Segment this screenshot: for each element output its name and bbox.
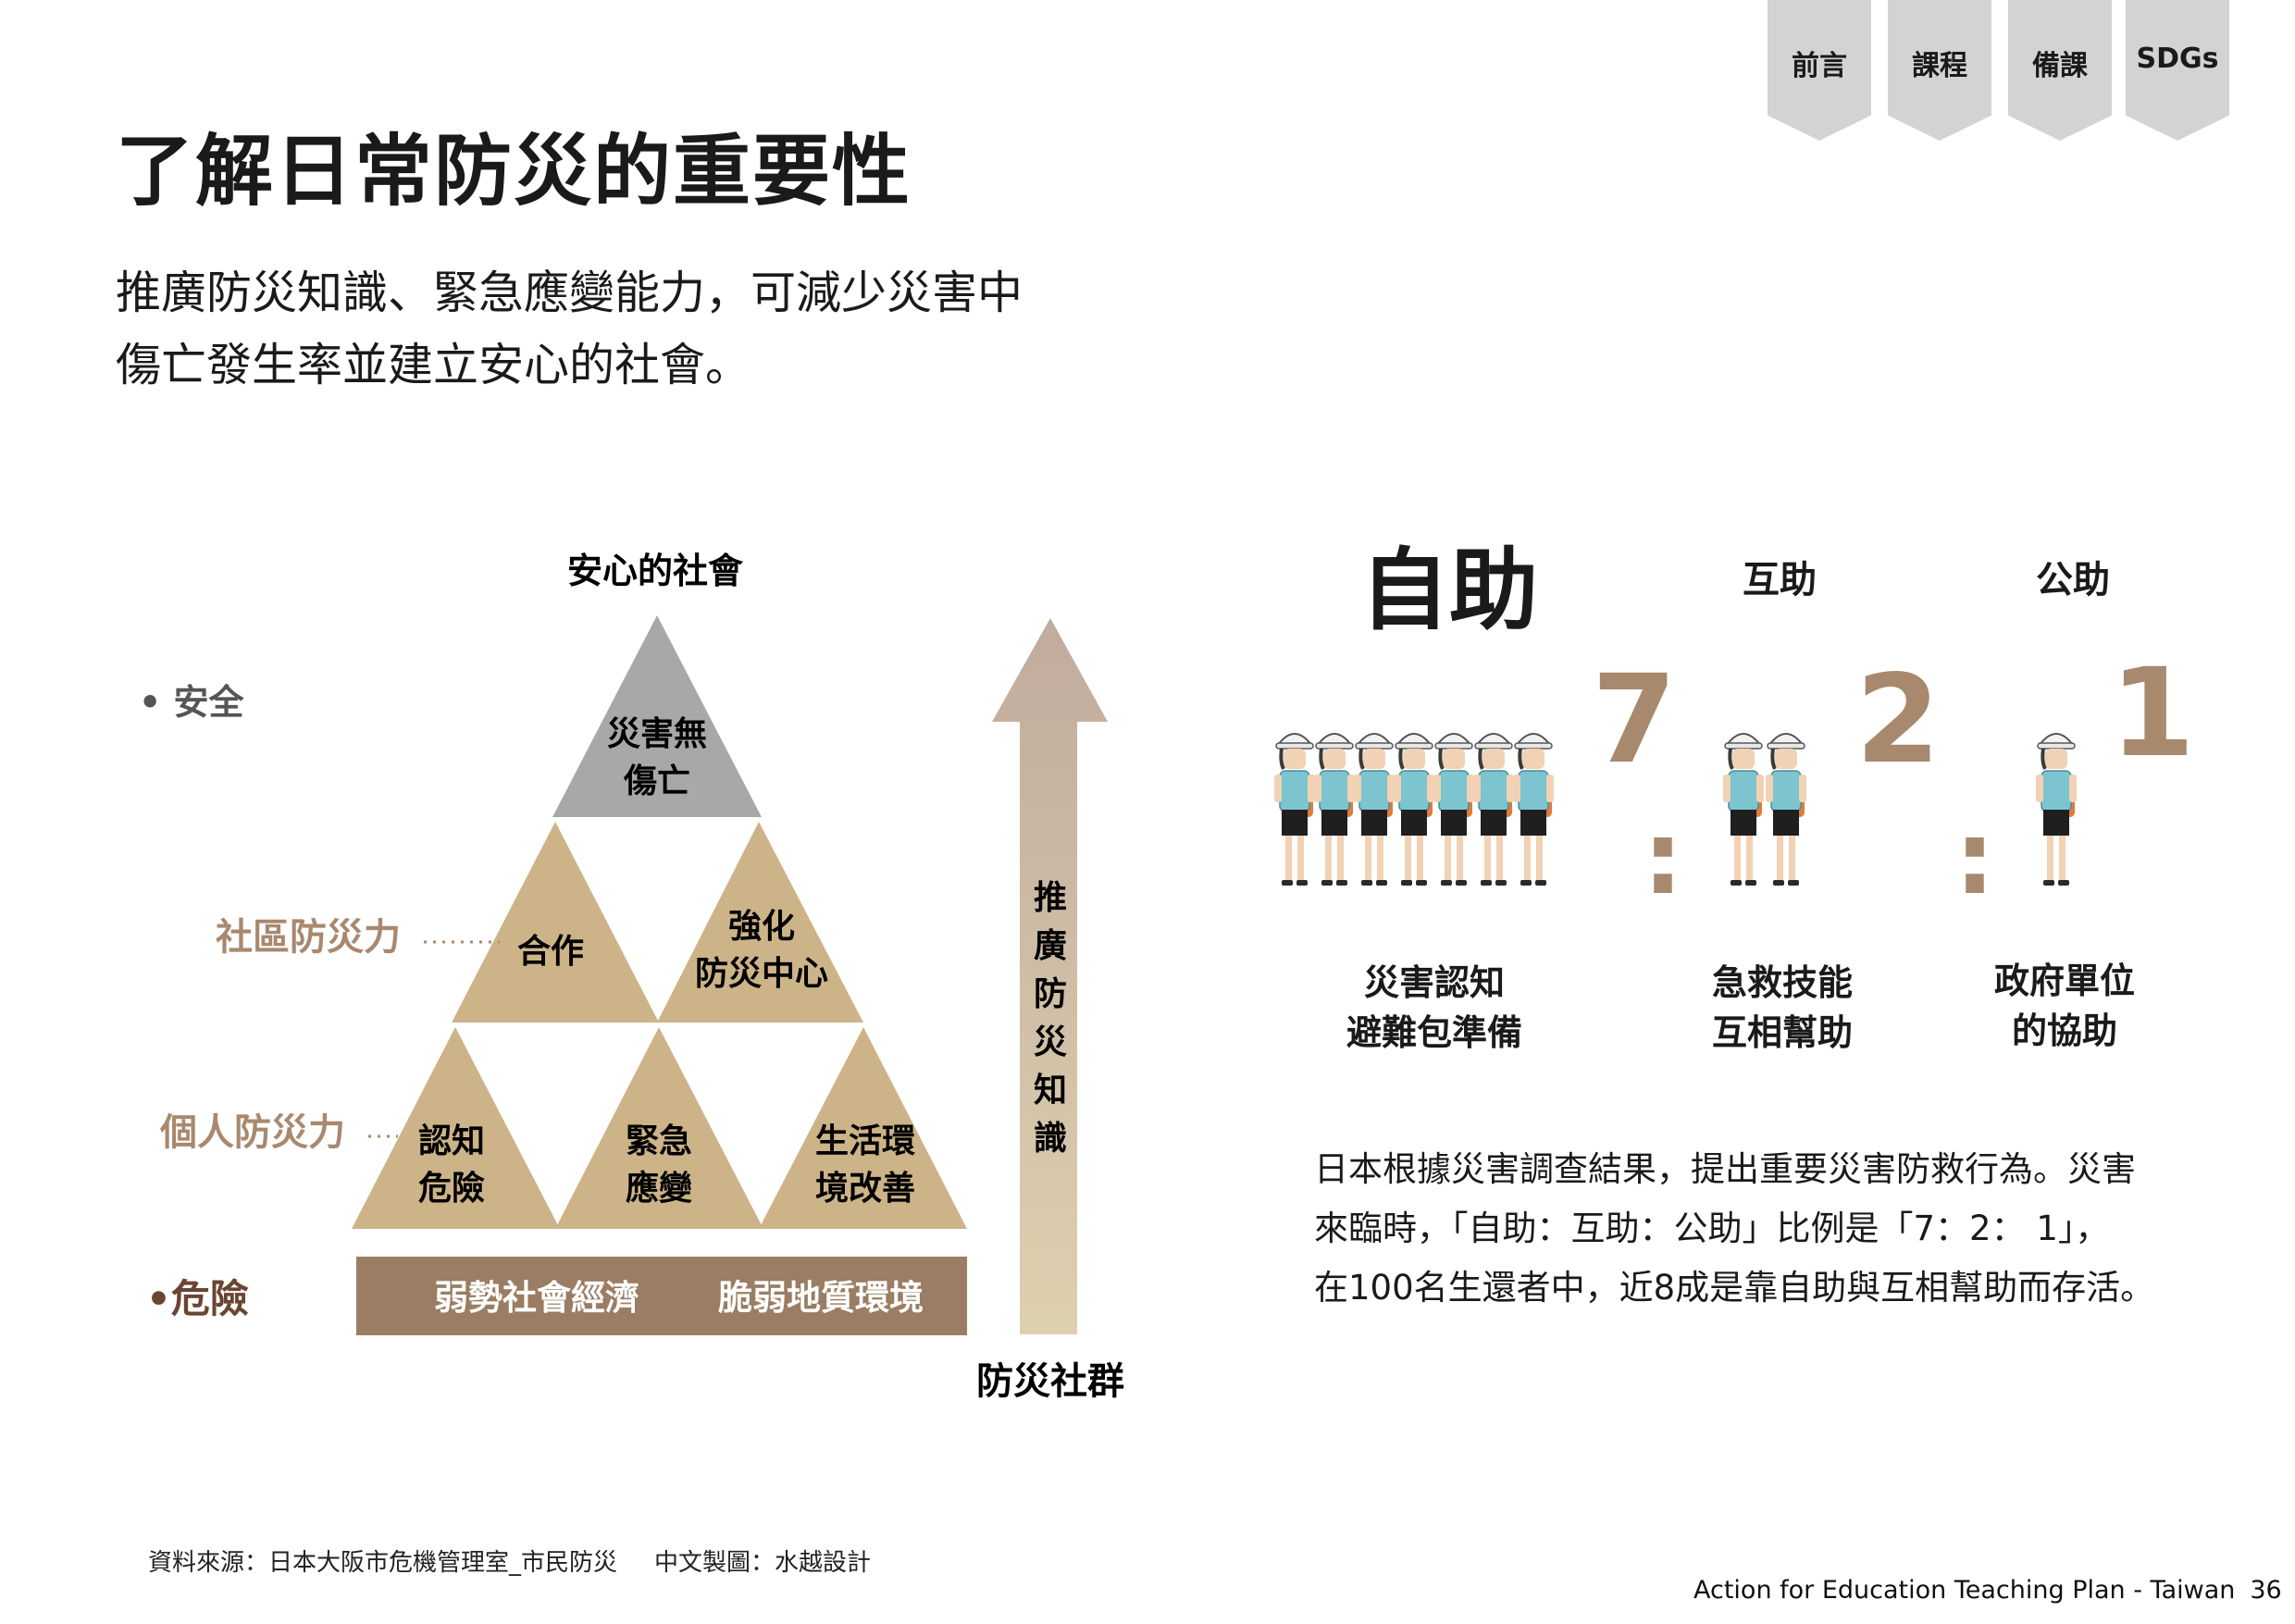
public-ratio: 1: [2110, 642, 2195, 785]
person-figure-icon: [1723, 733, 1764, 886]
source-text: 資料來源：日本大阪市危機管理室_市民防災: [148, 1549, 618, 1577]
knowledge-arrow: [992, 618, 1108, 1334]
desc-line: 的協助: [2012, 1010, 2118, 1051]
intro-line: 推廣防災知識、緊急應變能力，可減少災害中: [116, 267, 1023, 319]
person-figure-icon: [1433, 733, 1474, 886]
ratio-colon: :: [1954, 799, 1995, 917]
body-line: 在100名生還者中，近8成是靠自助與互相幫助而存活。: [1314, 1268, 2155, 1308]
tab-label: 備課: [2032, 50, 2088, 82]
pyramid-base-bar: [356, 1257, 967, 1335]
pyramid-bottom-label: 應變: [626, 1169, 692, 1208]
public-help-people: [2036, 733, 2077, 886]
self-ratio: 7: [1592, 649, 1677, 791]
tab-sdgs[interactable]: SDGs: [2126, 0, 2229, 141]
intro-paragraph: 推廣防災知識、緊急應變能力，可減少災害中 傷亡發生率並建立安心的社會。: [116, 257, 1189, 402]
pyramid-top-label: 安心的社會: [567, 551, 744, 591]
level-label-safe: • 安全: [139, 682, 245, 723]
body-line: 日本根據災害調查結果，提出重要災害防救行為。災害: [1314, 1149, 2136, 1189]
pyramid-bottom-label: 生活環: [815, 1122, 915, 1160]
tab-course[interactable]: 課程: [1888, 0, 1991, 141]
mutual-help-title: 互助: [1743, 559, 1817, 601]
desc-line: 急救技能: [1712, 962, 1854, 1003]
pyramid-apex-line: 災害無: [607, 715, 707, 753]
plan-text: Action for Education Teaching Plan - Tai…: [1693, 1576, 2236, 1605]
disaster-pyramid-diagram: 安心的社會 災害無 傷亡 合作 強化 防災中心 認知 危險 緊急 應變 生活環 …: [139, 551, 1124, 1403]
desc-line: 災害認知: [1364, 962, 1506, 1003]
level-label-community: 社區防災力: [216, 916, 401, 959]
pyramid-bottom-label: 危險: [418, 1170, 485, 1208]
tab-preface[interactable]: 前言: [1768, 0, 1871, 141]
tab-label: 前言: [1792, 50, 1847, 82]
footer-plan: Action for Education Teaching Plan - Tai…: [1693, 1576, 2282, 1605]
mutual-help-people: [1723, 733, 1806, 886]
person-figure-icon: [1314, 733, 1355, 886]
mutual-ratio: 2: [1855, 649, 1941, 791]
tab-label: SDGs: [2136, 43, 2219, 75]
person-figure-icon: [1513, 733, 1554, 886]
pyramid-apex-line: 傷亡: [623, 762, 690, 800]
footer-source: 資料來源：日本大阪市危機管理室_市民防災 中文製圖：水越設計: [148, 1543, 871, 1578]
pyramid-bottom-label: 認知: [418, 1122, 485, 1160]
pyramid-disaster-center: [657, 822, 863, 1023]
page-number: 36: [2250, 1576, 2282, 1605]
mutual-help-description: 急救技能 互相幫助: [1712, 958, 1853, 1058]
pyramid-middle-label: 強化: [728, 908, 795, 946]
intro-line: 傷亡發生率並建立安心的社會。: [116, 339, 751, 391]
desc-line: 政府單位: [1994, 961, 2136, 1001]
pyramid-base-left: 弱勢社會經濟: [434, 1278, 639, 1318]
pyramid-cooperation: [452, 822, 659, 1023]
person-figure-icon: [1274, 733, 1315, 886]
person-figure-icon: [1354, 733, 1395, 886]
pyramid-bottom-label: 境改善: [815, 1170, 915, 1208]
page-title: 了解日常防災的重要性: [116, 126, 912, 217]
pyramid-middle-label: 防災中心: [695, 955, 828, 993]
level-label-danger: •危險: [146, 1276, 249, 1321]
arrow-bottom-label: 防災社群: [976, 1360, 1124, 1403]
person-figure-icon: [1473, 733, 1514, 886]
credit-text: 中文製圖：水越設計: [654, 1549, 872, 1577]
tab-preparation[interactable]: 備課: [2008, 0, 2112, 141]
person-figure-icon: [1766, 733, 1806, 886]
pyramid-base-right: 脆弱地質環境: [718, 1278, 924, 1318]
pyramid-emergency-response: [555, 1027, 763, 1229]
pyramid-environment-improvement: [759, 1027, 967, 1229]
body-paragraph: 日本根據災害調查結果，提出重要災害防救行為。災害 來臨時，「自助：互助：公助」比…: [1314, 1140, 2258, 1318]
self-help-title: 自助: [1360, 539, 1538, 642]
public-help-description: 政府單位 的協助: [1994, 956, 2135, 1056]
desc-line: 互相幫助: [1712, 1012, 1854, 1053]
pyramid-recognize-danger: [352, 1027, 560, 1229]
tab-label: 課程: [1912, 50, 1967, 82]
person-figure-icon: [1394, 733, 1434, 886]
arrow-vertical-label: 推廣防災知識: [1034, 879, 1067, 1158]
pyramid-bottom-label: 緊急: [626, 1122, 692, 1160]
pyramid-apex: [552, 615, 762, 817]
pyramid-middle-label: 合作: [517, 933, 584, 971]
public-help-title: 公助: [2036, 559, 2110, 601]
level-label-personal: 個人防災力: [159, 1111, 345, 1154]
body-line: 來臨時，「自助：互助：公助」比例是「7：2： 1」，: [1314, 1209, 2110, 1248]
desc-line: 避難包準備: [1346, 1012, 1523, 1053]
person-figure-icon: [2036, 733, 2077, 886]
self-help-description: 災害認知 避難包準備: [1346, 958, 1522, 1058]
self-help-people: [1274, 733, 1554, 886]
ratio-colon: :: [1643, 799, 1683, 917]
